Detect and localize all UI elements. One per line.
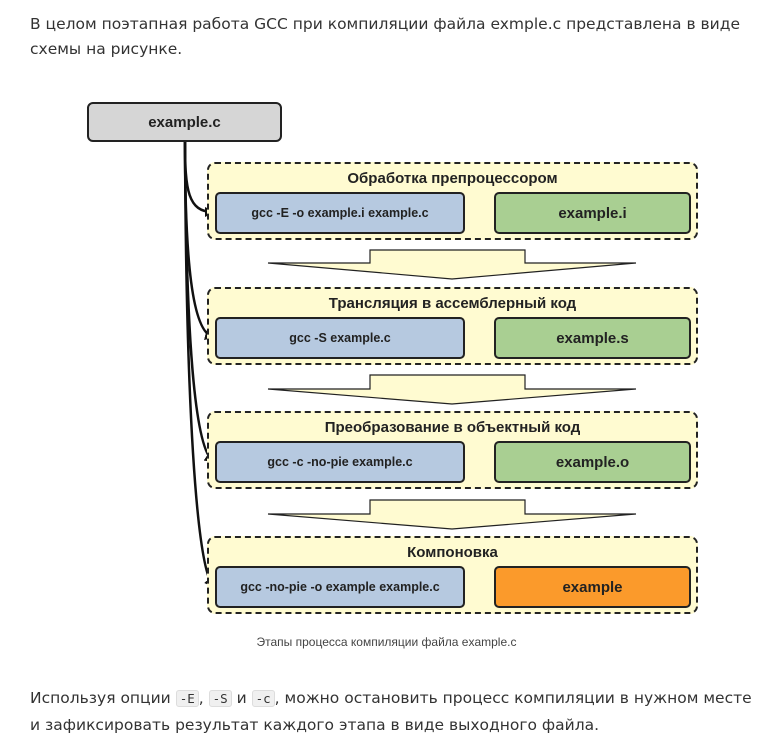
- output-box: example.i: [494, 192, 691, 234]
- output-box: example.o: [494, 441, 691, 483]
- stage-title: Компоновка: [407, 544, 498, 561]
- footer-text: Используя опции: [30, 689, 176, 707]
- stage-transition-arrow: [267, 249, 637, 280]
- command-box: gcc -S example.c: [215, 317, 465, 359]
- intro-paragraph: В целом поэтапная работа GCC при компиля…: [30, 15, 741, 58]
- option-code: -c: [251, 690, 275, 707]
- footer-text: ,: [198, 689, 209, 707]
- option-code: -E: [175, 690, 199, 707]
- figure-caption: Этапы процесса компиляции файла example.…: [256, 635, 517, 649]
- command-box: gcc -E -o example.i example.c: [215, 192, 465, 234]
- command-box: gcc -no-pie -o example example.c: [215, 566, 465, 608]
- stage-title: Трансляция в ассемблерный код: [328, 295, 577, 312]
- footer-paragraph: Используя опции -E, -S и -c, можно остан…: [30, 685, 760, 738]
- final-output-box: example: [494, 566, 691, 608]
- source-file-box: example.c: [87, 102, 282, 142]
- footer-text: и: [231, 689, 252, 707]
- stage-transition-arrow: [267, 499, 637, 530]
- flow-arrow-stage-4: [183, 141, 215, 588]
- command-box: gcc -c -no-pie example.c: [215, 441, 465, 483]
- output-box: example.s: [494, 317, 691, 359]
- stage-title: Преобразование в объектный код: [324, 419, 581, 436]
- stage-transition-arrow: [267, 374, 637, 405]
- option-code: -S: [208, 690, 232, 707]
- stage-title: Обработка препроцессором: [347, 170, 558, 187]
- footer-text: , можно остановить процесс компиляции в …: [30, 689, 752, 734]
